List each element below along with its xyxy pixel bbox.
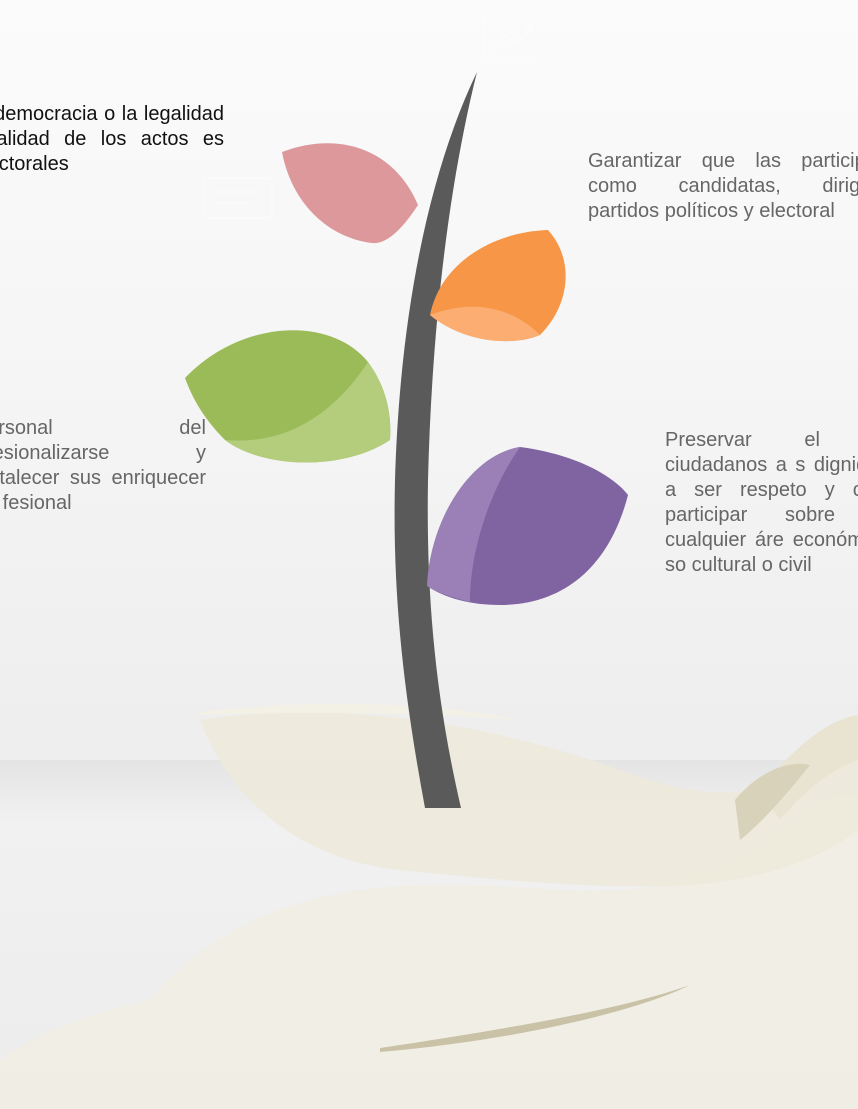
leaf-purple xyxy=(427,447,628,605)
text-right-top: Garantizar que las participen como candi… xyxy=(588,150,858,222)
text-left-top: la democracia o la legalidad y alidad de… xyxy=(0,103,224,175)
hand-illustration xyxy=(0,703,858,1109)
leaf-pink xyxy=(282,143,418,244)
chart-line-icon xyxy=(483,12,538,59)
text-left-bottom: personal del ofesionalizarse y fortalece… xyxy=(0,417,206,514)
leaf-green xyxy=(185,330,391,463)
leaf-orange xyxy=(430,230,566,342)
document-icon xyxy=(203,177,273,219)
tree-stem xyxy=(394,72,477,808)
text-right-bottom: Preservar el de ciudadanos a s dignidad,… xyxy=(665,429,858,576)
